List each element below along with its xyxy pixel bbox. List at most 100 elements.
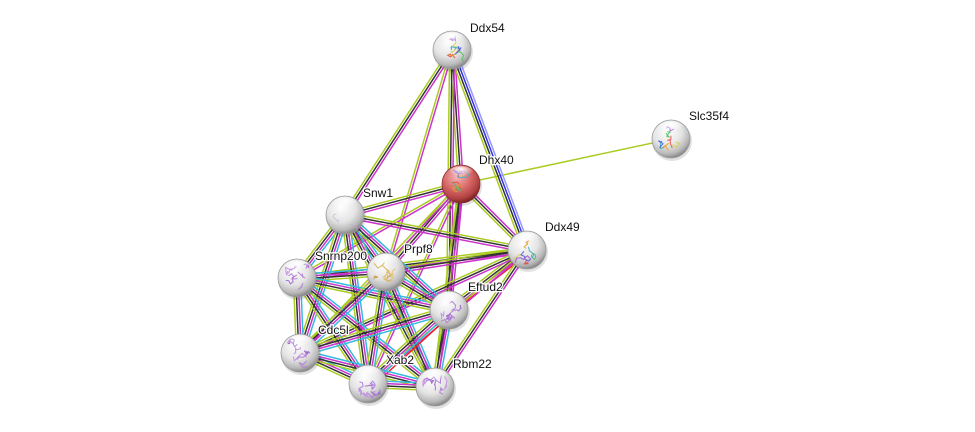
edge-line-homology [454, 48, 532, 249]
node-dhx40[interactable]: Dhx40 [441, 152, 515, 206]
structure-strand [451, 183, 463, 193]
edge-ddx49-rbm22[interactable] [432, 248, 530, 389]
structure-strand [357, 381, 364, 396]
structure-strand [332, 213, 339, 223]
structure-strand [456, 304, 462, 312]
edge-line-textmining [340, 215, 366, 385]
edge-line-textmining [344, 180, 461, 214]
protein-structure-icon [357, 380, 381, 400]
node-label: Slc35f4 [689, 109, 729, 123]
node-label: Ddx49 [545, 220, 580, 234]
structure-strand [456, 51, 465, 63]
edge-line-textmining [298, 305, 449, 351]
edge-ddx54-prpf8[interactable] [384, 49, 454, 273]
edge-line-textmining [296, 280, 449, 315]
protein-structure-icon [332, 213, 358, 229]
edge-line-textmining [432, 248, 526, 387]
edge-line-coexpression [434, 249, 528, 388]
edge-line-experimental [300, 272, 388, 355]
node-eftud2[interactable]: Eftud2 [429, 279, 504, 332]
edge-snrnp200-eftud2[interactable] [296, 273, 450, 315]
edge-line-coexpression [344, 183, 462, 216]
edge-ddx49-snw1[interactable] [344, 211, 528, 254]
edge-line-experimental [344, 216, 527, 254]
node-highlight [657, 121, 685, 136]
edge-line-textmining [297, 268, 385, 351]
edge-line-database [301, 274, 389, 357]
structure-strand [382, 269, 390, 282]
node-snrnp200[interactable]: Snrnp200 [277, 248, 369, 300]
edge-line-textmining [341, 216, 433, 390]
node-xab2[interactable]: Xab2 [348, 352, 416, 406]
structure-strand [389, 268, 396, 281]
node-highlight [331, 197, 359, 212]
node-highlight [513, 232, 541, 247]
structure-strand [439, 386, 444, 395]
node-label: Eftud2 [468, 280, 503, 294]
edge-line-coexpression [296, 278, 449, 312]
node-highlight [283, 260, 311, 275]
structure-strand [373, 275, 378, 280]
structure-strand [454, 46, 462, 55]
edge-line-coexpression [344, 214, 528, 251]
node-ddx54[interactable]: Ddx54 [432, 20, 506, 72]
structure-strand [288, 273, 298, 280]
structure-strand [670, 141, 681, 148]
edge-line-textmining [296, 182, 461, 278]
edge-line-coexpression [344, 49, 453, 216]
structure-strand [383, 277, 392, 283]
node-highlight [447, 166, 475, 181]
edge-line-experimental [386, 50, 454, 273]
structure-strand [531, 252, 537, 261]
edge-line-experimental [346, 50, 455, 217]
edge-ddx54-snw1[interactable] [342, 48, 455, 217]
node-highlight [354, 366, 382, 381]
edge-prpf8-rbm22[interactable] [381, 270, 440, 389]
node-prpf8[interactable]: Prpf8 [366, 241, 434, 294]
node-rbm22[interactable]: Rbm22 [415, 356, 493, 409]
edge-line-database [300, 312, 451, 358]
edge-line-neighborhood [452, 49, 529, 250]
node-highlight [372, 254, 400, 269]
edge-prpf8-cdc5l[interactable] [297, 268, 389, 357]
edge-eftud2-cdc5l[interactable] [298, 305, 451, 358]
node-label: Rbm22 [453, 357, 492, 371]
edge-line-coexpression [450, 50, 527, 251]
edge-line-coexpression [298, 270, 386, 353]
edge-line-textmining [385, 246, 527, 271]
structure-strand [667, 135, 673, 149]
edge-line-coexpression [299, 308, 449, 353]
node-slc35f4[interactable]: Slc35f4 [651, 108, 731, 161]
node-label: Xab2 [386, 353, 414, 367]
edge-ddx49-snrnp200[interactable] [296, 246, 528, 282]
edge-line-experimental [436, 250, 530, 389]
edge-line-textmining [342, 48, 451, 215]
edge-dhx40-snw1[interactable] [344, 180, 462, 219]
edge-line-database [297, 273, 450, 308]
node-highlight [286, 335, 314, 350]
node-highlight [435, 292, 463, 307]
structure-strand [364, 384, 376, 391]
node-label: Dhx40 [479, 153, 514, 167]
structure-strand [298, 360, 308, 368]
edge-line-textmining [295, 213, 343, 353]
structure-strand [514, 254, 524, 261]
edge-ddx54-ddx49[interactable] [447, 48, 532, 252]
node-ddx49[interactable]: Ddx49 [507, 219, 581, 272]
structure-strand [350, 224, 358, 229]
structure-strand [452, 181, 462, 192]
edge-line-coexpression [296, 249, 528, 279]
node-cdc5l[interactable]: Cdc5l [280, 322, 350, 375]
node-label: Snrnp200 [315, 249, 367, 263]
node-label: Prpf8 [404, 242, 433, 256]
node-label: Cdc5l [318, 323, 349, 337]
edge-line-coexpression [295, 278, 368, 386]
structure-strand [445, 313, 452, 320]
edge-line-experimental [386, 271, 437, 387]
node-label: Snw1 [363, 186, 393, 200]
edge-line-textmining [345, 211, 528, 249]
edge-line-textmining [384, 49, 452, 272]
node-snw1[interactable]: Snw1 [325, 185, 395, 237]
